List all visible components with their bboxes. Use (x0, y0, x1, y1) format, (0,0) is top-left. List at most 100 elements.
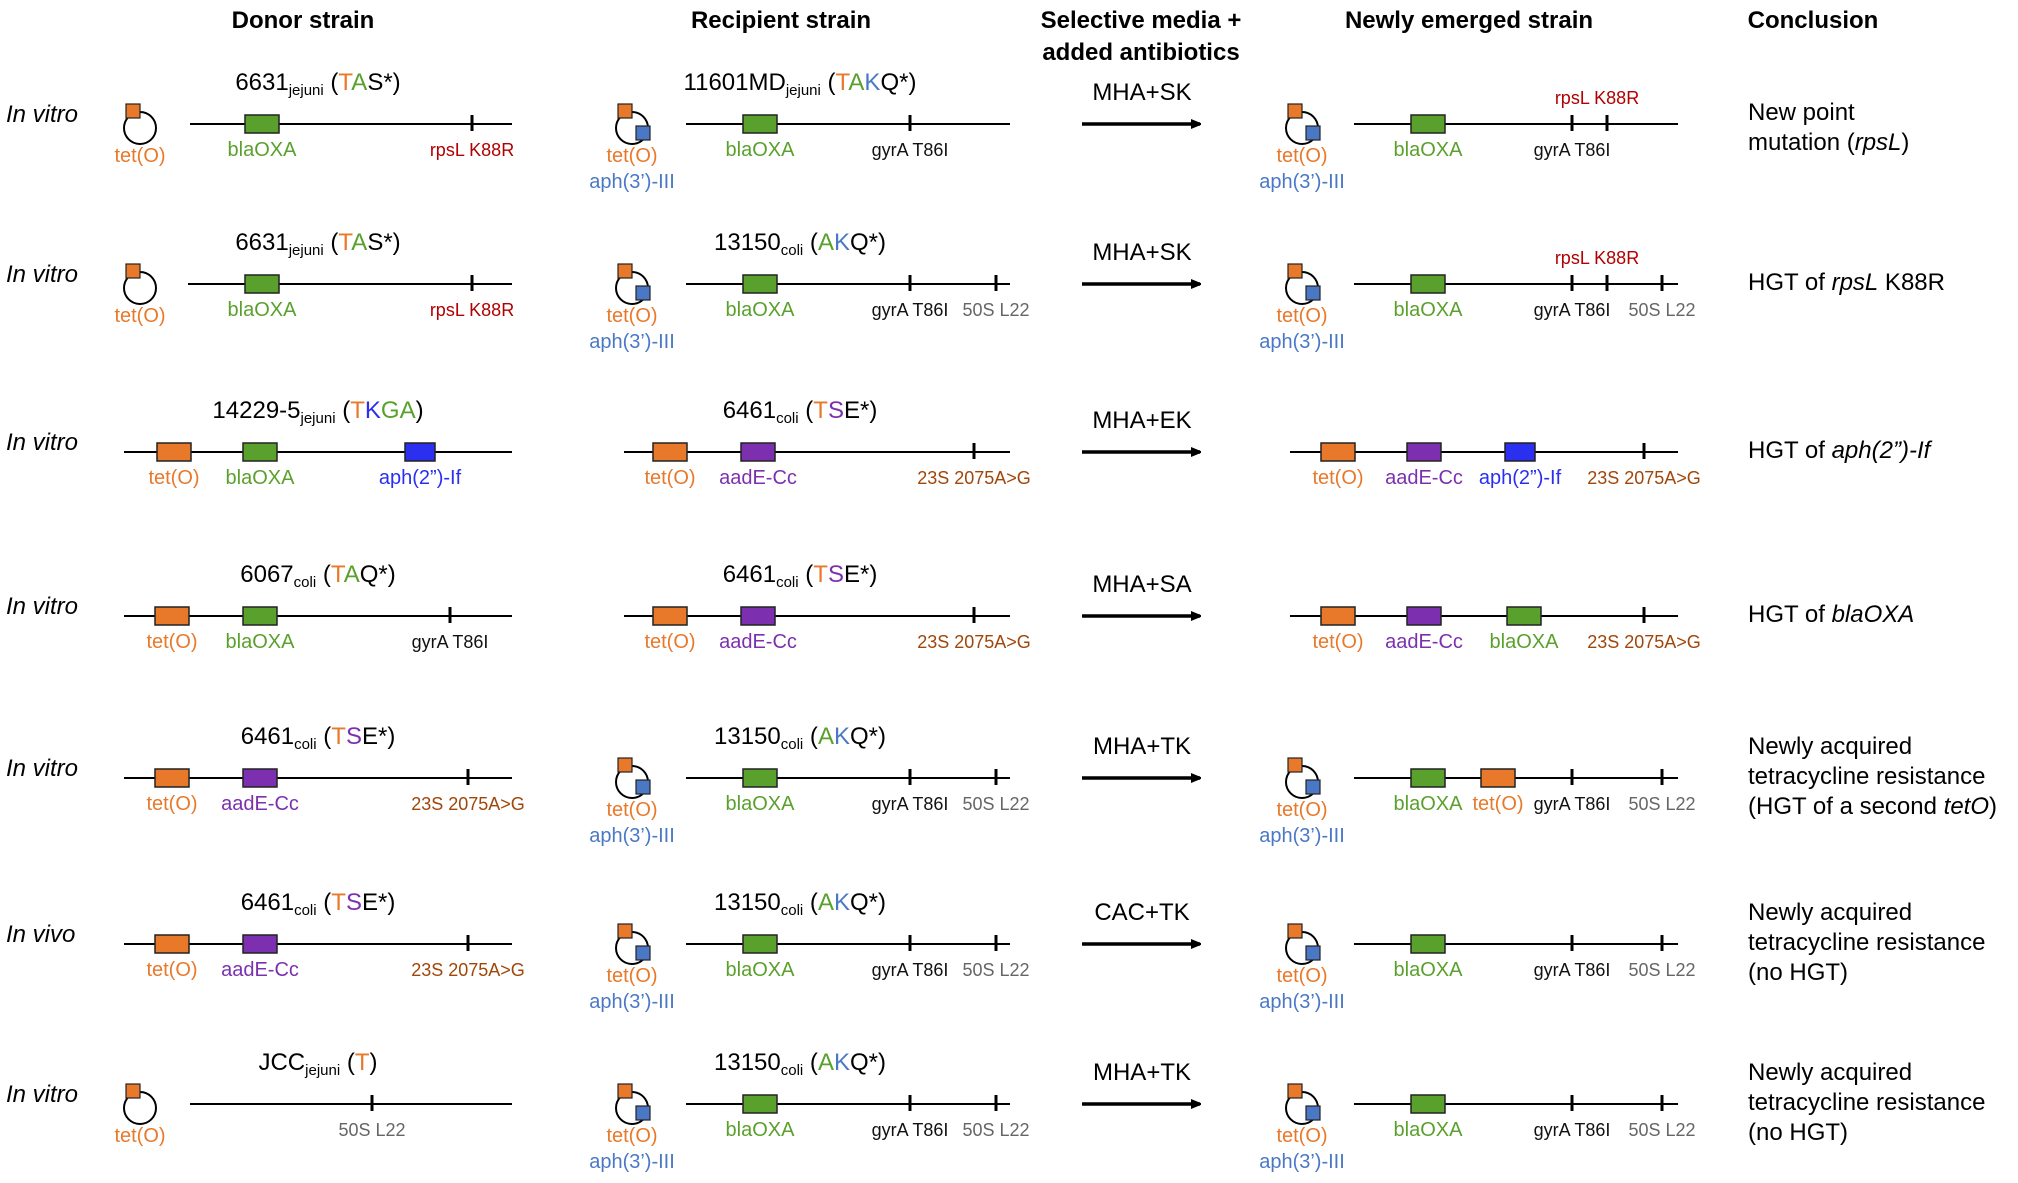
row-7-emerged-plasmid-aph3-label: aph(3’)-III (1259, 1151, 1345, 1173)
row-1-donor-plasmid-tet-label: tet(O) (114, 145, 165, 167)
row-1-emerged-plasmid-aph3-label: aph(3’)-III (1259, 171, 1345, 193)
row-3-emerged-gene-aade-1 (1406, 442, 1442, 462)
row-3-donor-gene-tet-label-0: tet(O) (148, 467, 199, 489)
row-7-emerged-gene-bla-0 (1410, 1094, 1446, 1114)
row-2-recipient-label: 13150coli (AKQ*) (714, 229, 886, 259)
row-1-recipient-gene-bla-0 (742, 114, 778, 134)
row-6-emerged-gene-bla-0 (1410, 934, 1446, 954)
row-1-emerged-gene-bla-0 (1410, 114, 1446, 134)
row-7-emerged-tick-gyr-label-0: gyrA T86I (1534, 1120, 1611, 1140)
row-1-recipient-plasmid-tet-label: tet(O) (606, 145, 657, 167)
row-6-emerged-plasmid-aph3 (1305, 945, 1321, 961)
row-6-conclusion-line-1: Newly acquired (1748, 899, 1912, 926)
row-6-recipient-tick-gyr-label-0: gyrA T86I (872, 960, 949, 980)
row-4-conclusion-line-1: HGT of blaOXA (1748, 601, 1914, 628)
row-5-recipient-gene-bla-0 (742, 768, 778, 788)
row-2-emerged-tick-gyr-label-0: gyrA T86I (1534, 300, 1611, 320)
row-7-recipient-tick-l22-label-1: 50S L22 (962, 1120, 1029, 1140)
row-3-recipient-label: 6461coli (TSE*) (723, 397, 878, 427)
row-2-recipient-gene-bla-0 (742, 274, 778, 294)
row-6-recipient-plasmid-tet-label: tet(O) (606, 965, 657, 987)
row-1-emerged-plasmid-tet (1287, 103, 1303, 119)
row-1-recipient-tick-gyr-label-0: gyrA T86I (872, 140, 949, 160)
row-4-condition: In vitro (6, 593, 78, 620)
row-4-recipient-gene-tet-label-0: tet(O) (644, 631, 695, 653)
row-4-recipient-tick-s23-label-0: 23S 2075A>G (917, 632, 1031, 652)
row-4-media: MHA+SA (1092, 571, 1191, 598)
row-5-condition: In vitro (6, 755, 78, 782)
row-2-recipient-plasmid-tet (617, 263, 633, 279)
row-5-recipient-plasmid-aph3-label: aph(3’)-III (589, 825, 675, 847)
row-6-donor-label: 6461coli (TSE*) (241, 889, 396, 919)
row-5-donor-tick-s23-label-0: 23S 2075A>G (411, 794, 525, 814)
row-3-emerged-gene-aade-label-1: aadE-Cc (1385, 467, 1463, 489)
row-2-emerged-tick-l22-label-2: 50S L22 (1628, 300, 1695, 320)
row-1-recipient-gene-bla-label-0: blaOXA (726, 139, 796, 161)
row-3-recipient-gene-aade-label-1: aadE-Cc (719, 467, 797, 489)
row-2-emerged-tick-rps-label-1: rpsL K88R (1555, 248, 1639, 268)
row-5-recipient-gene-bla-label-0: blaOXA (726, 793, 796, 815)
row-4-emerged-gene-tet-0 (1320, 606, 1356, 626)
row-2-emerged-plasmid-tet (1287, 263, 1303, 279)
row-7-emerged-gene-bla-label-0: blaOXA (1394, 1119, 1464, 1141)
row-5-conclusion-line-3: (HGT of a second tetO) (1748, 793, 1997, 820)
row-5-emerged-gene-tet-label-1: tet(O) (1472, 793, 1523, 815)
row-7-media: MHA+TK (1093, 1059, 1191, 1086)
row-6-donor-gene-tet-label-0: tet(O) (146, 959, 197, 981)
row-3-recipient-gene-tet-label-0: tet(O) (644, 467, 695, 489)
row-3-media: MHA+EK (1092, 407, 1191, 434)
row-1-recipient-plasmid-tet (617, 103, 633, 119)
row-6-conclusion-line-3: (no HGT) (1748, 959, 1848, 986)
row-3-recipient-gene-aade-1 (740, 442, 776, 462)
row-4-recipient-gene-tet-0 (652, 606, 688, 626)
row-7-recipient-plasmid-tet (617, 1083, 633, 1099)
row-5-donor-gene-tet-0 (154, 768, 190, 788)
row-6-recipient-plasmid-tet (617, 923, 633, 939)
row-2-emerged-plasmid-tet-label: tet(O) (1276, 305, 1327, 327)
row-5-conclusion-line-2: tetracycline resistance (1748, 763, 1985, 790)
row-6-recipient-gene-bla-0 (742, 934, 778, 954)
row-4-donor-gene-tet-0 (154, 606, 190, 626)
row-3-donor-label: 14229-5jejuni (TKGA) (212, 397, 423, 427)
row-5-emerged-plasmid-tet (1287, 757, 1303, 773)
row-6-donor-gene-aade-label-1: aadE-Cc (221, 959, 299, 981)
row-5-recipient-tick-l22-label-1: 50S L22 (962, 794, 1029, 814)
row-3-recipient-gene-tet-0 (652, 442, 688, 462)
row-6-donor-gene-aade-1 (242, 934, 278, 954)
row-2-donor-plasmid-tet-label: tet(O) (114, 305, 165, 327)
row-2-recipient-plasmid-aph3 (635, 285, 651, 301)
row-1-recipient-label: 11601MDjejuni (TAKQ*) (684, 69, 917, 99)
row-7-emerged-plasmid-tet (1287, 1083, 1303, 1099)
row-5-emerged-gene-bla-0 (1410, 768, 1446, 788)
row-6-media: CAC+TK (1094, 899, 1189, 926)
row-2-recipient-tick-l22-label-1: 50S L22 (962, 300, 1029, 320)
row-7-recipient-gene-bla-label-0: blaOXA (726, 1119, 796, 1141)
row-4-donor-label: 6067coli (TAQ*) (240, 561, 396, 591)
row-5-recipient-plasmid-tet (617, 757, 633, 773)
row-4-donor-gene-bla-label-1: blaOXA (226, 631, 296, 653)
row-2-emerged-gene-bla-0 (1410, 274, 1446, 294)
row-6-donor-gene-tet-0 (154, 934, 190, 954)
row-1-recipient-plasmid-aph3 (635, 125, 651, 141)
header-conclusion: Conclusion (1748, 7, 1879, 34)
row-3-condition: In vitro (6, 429, 78, 456)
row-3-recipient-tick-s23-label-0: 23S 2075A>G (917, 468, 1031, 488)
row-5-recipient-tick-gyr-label-0: gyrA T86I (872, 794, 949, 814)
row-1-media: MHA+SK (1092, 79, 1191, 106)
row-1-donor-tick-rps-label-0: rpsL K88R (430, 140, 514, 160)
row-2-emerged-gene-bla-label-0: blaOXA (1394, 299, 1464, 321)
row-6-emerged-plasmid-tet-label: tet(O) (1276, 965, 1327, 987)
row-2-conclusion-line-1: HGT of rpsL K88R (1748, 269, 1945, 296)
row-5-recipient-plasmid-tet-label: tet(O) (606, 799, 657, 821)
row-1-emerged-plasmid-tet-label: tet(O) (1276, 145, 1327, 167)
row-1-emerged-gene-bla-label-0: blaOXA (1394, 139, 1464, 161)
row-3-emerged-tick-s23-label-0: 23S 2075A>G (1587, 468, 1701, 488)
row-6-recipient-plasmid-aph3 (635, 945, 651, 961)
row-6-conclusion-line-2: tetracycline resistance (1748, 929, 1985, 956)
row-5-emerged-plasmid-aph3-label: aph(3’)-III (1259, 825, 1345, 847)
